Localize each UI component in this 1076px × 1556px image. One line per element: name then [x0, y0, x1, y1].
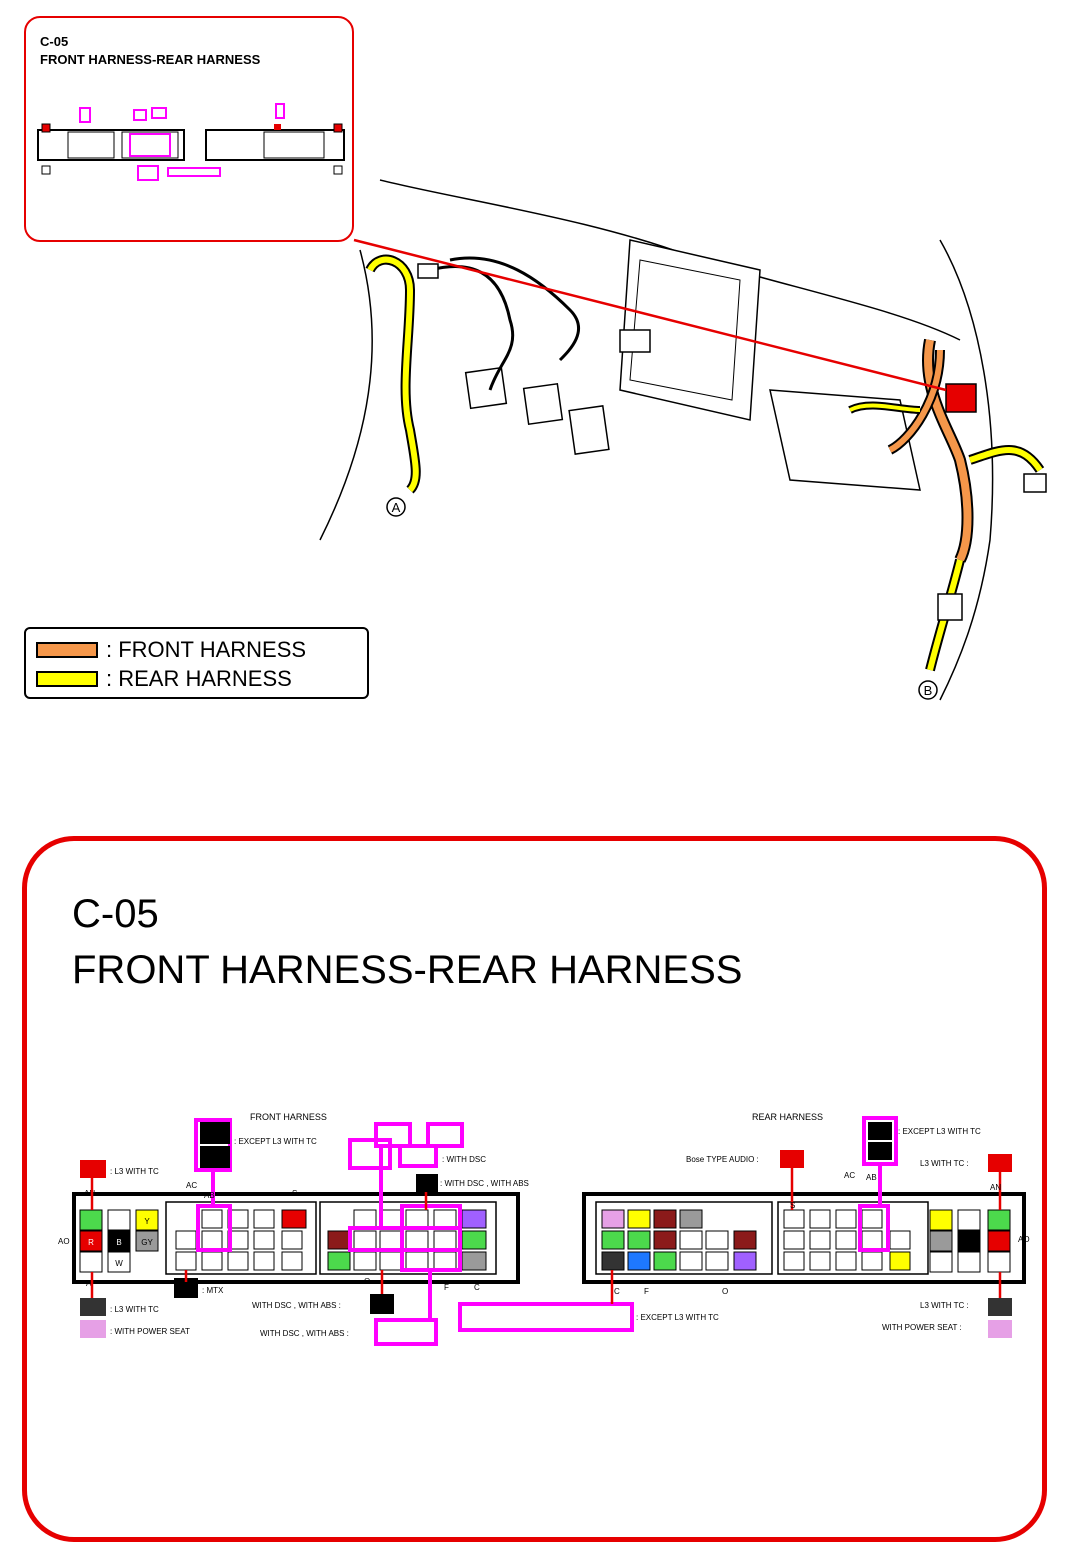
pin-r-label: R	[88, 1238, 94, 1247]
note-with-dsc-abs: : WITH DSC , WITH ABS	[440, 1179, 529, 1188]
pin-ab-rear: AB	[866, 1173, 877, 1182]
inset-code: C-05	[40, 34, 69, 49]
pin-ac-rear: AC	[844, 1171, 855, 1180]
connector-pinout-diagram: FRONT HARNESS REAR HARNESS Y R B GY W	[58, 1112, 1030, 1346]
note-mtx: : MTX	[202, 1286, 224, 1295]
pin-f: F	[444, 1283, 449, 1292]
legend-rear: : REAR HARNESS	[36, 666, 292, 692]
pin-f-rear: F	[644, 1287, 649, 1296]
harness-legend: : FRONT HARNESS : REAR HARNESS	[24, 627, 369, 699]
point-a-label: A	[392, 500, 401, 515]
note-except-l3-tc-bottom: : EXCEPT L3 WITH TC	[636, 1313, 719, 1322]
pin-y-label: Y	[144, 1217, 150, 1226]
detail-frame	[22, 836, 1047, 1542]
note-with-dsc: : WITH DSC	[442, 1155, 486, 1164]
pin-o-rear: O	[722, 1287, 728, 1296]
pin-s-rear: S	[790, 1201, 795, 1210]
pin-ao-rear: AO	[1018, 1235, 1030, 1244]
pin-c: C	[474, 1283, 480, 1292]
note-l3-tc-rear-b: L3 WITH TC :	[920, 1301, 969, 1310]
note-dsc-abs-b: WITH DSC , WITH ABS :	[260, 1329, 349, 1338]
note-l3-tc-bottom: : L3 WITH TC	[110, 1305, 159, 1314]
rear-harness-header: REAR HARNESS	[752, 1112, 823, 1122]
inset-connector-thumbnail	[37, 103, 345, 181]
note-l3-tc-rear: L3 WITH TC :	[920, 1159, 969, 1168]
point-b-label: B	[924, 683, 933, 698]
pin-b-label: B	[116, 1238, 121, 1247]
pin-w-label: W	[115, 1259, 123, 1268]
vehicle-harness-view: A B	[319, 179, 1047, 701]
pin-c-rear: C	[614, 1287, 620, 1296]
pin-o: O	[364, 1277, 370, 1286]
front-harness-header: FRONT HARNESS	[250, 1112, 327, 1122]
note-power-seat: : WITH POWER SEAT	[110, 1327, 190, 1336]
note-bose: Bose TYPE AUDIO :	[686, 1155, 759, 1164]
legend-front: : FRONT HARNESS	[36, 637, 306, 663]
pin-s: S	[292, 1189, 297, 1198]
pin-gy-label: GY	[141, 1238, 153, 1247]
inset-title: FRONT HARNESS-REAR HARNESS	[40, 52, 261, 67]
note-except-l3-tc-rear: : EXCEPT L3 WITH TC	[898, 1127, 981, 1136]
pin-ao: AO	[58, 1237, 70, 1246]
note-power-seat-rear: WITH POWER SEAT :	[882, 1323, 962, 1332]
note-l3-tc: : L3 WITH TC	[110, 1167, 159, 1176]
pin-an-rear: AN	[990, 1183, 1001, 1192]
legend-front-label: : FRONT HARNESS	[106, 637, 307, 662]
detail-title: FRONT HARNESS-REAR HARNESS	[72, 948, 743, 992]
pin-an: AN	[84, 1189, 95, 1198]
detail-code: C-05	[72, 892, 159, 936]
note-dsc-abs-a: WITH DSC , WITH ABS :	[252, 1301, 341, 1310]
note-except-l3-tc: : EXCEPT L3 WITH TC	[234, 1137, 317, 1146]
pin-ac: AC	[186, 1181, 197, 1190]
pin-ab: AB	[204, 1191, 215, 1200]
legend-rear-label: : REAR HARNESS	[106, 666, 292, 691]
rear-harness-swatch	[36, 671, 98, 687]
front-harness-swatch	[36, 642, 98, 658]
